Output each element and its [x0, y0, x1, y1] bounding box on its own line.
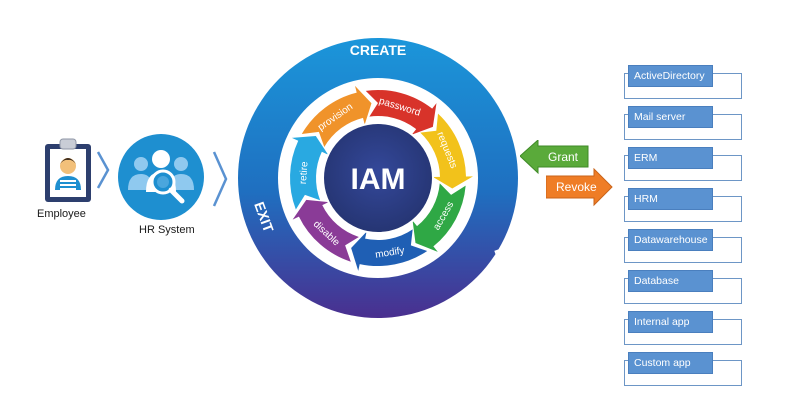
grant-label: Grant — [548, 150, 579, 164]
chevron-right-icon — [212, 151, 228, 207]
phase-enable: ENABLE — [491, 246, 520, 306]
step-modify-label: modify — [374, 245, 405, 260]
chevron-right-icon — [96, 151, 110, 189]
system-internal-app: Internal app — [624, 311, 744, 346]
employee-label: Employee — [37, 208, 86, 220]
step-retire-arrow — [290, 136, 329, 210]
system-mail-server: Mail server — [624, 106, 744, 141]
iam-center-label: IAM — [351, 163, 406, 196]
system-datawarehouse: Datawarehouse — [624, 229, 744, 264]
system-erm: ERM — [624, 147, 744, 182]
step-provision-arrow — [301, 85, 372, 147]
system-hrm: HRM — [624, 188, 744, 223]
employee-icon — [45, 138, 91, 202]
step-access-arrow — [412, 183, 466, 252]
step-modify-arrow — [351, 229, 428, 271]
hr-system-label: HR System — [139, 224, 195, 236]
grant-arrow: Grant — [520, 140, 589, 175]
step-retire-label: retire — [298, 161, 311, 185]
iam-center — [322, 122, 434, 234]
system-activedirectory: ActiveDirectory — [624, 65, 744, 100]
phase-create: CREATE — [350, 42, 407, 58]
hr-system-icon — [118, 134, 204, 220]
step-requests-arrow — [420, 113, 473, 189]
step-disable-arrow — [292, 199, 359, 262]
iam-lifecycle-diagram: passwordrequestsaccessmodifydisableretir… — [238, 38, 520, 318]
system-custom-app: Custom app — [624, 352, 744, 387]
step-password-arrow — [365, 90, 437, 135]
revoke-label: Revoke — [556, 180, 597, 194]
revoke-arrow: Revoke — [546, 168, 613, 207]
system-database: Database — [624, 270, 744, 305]
